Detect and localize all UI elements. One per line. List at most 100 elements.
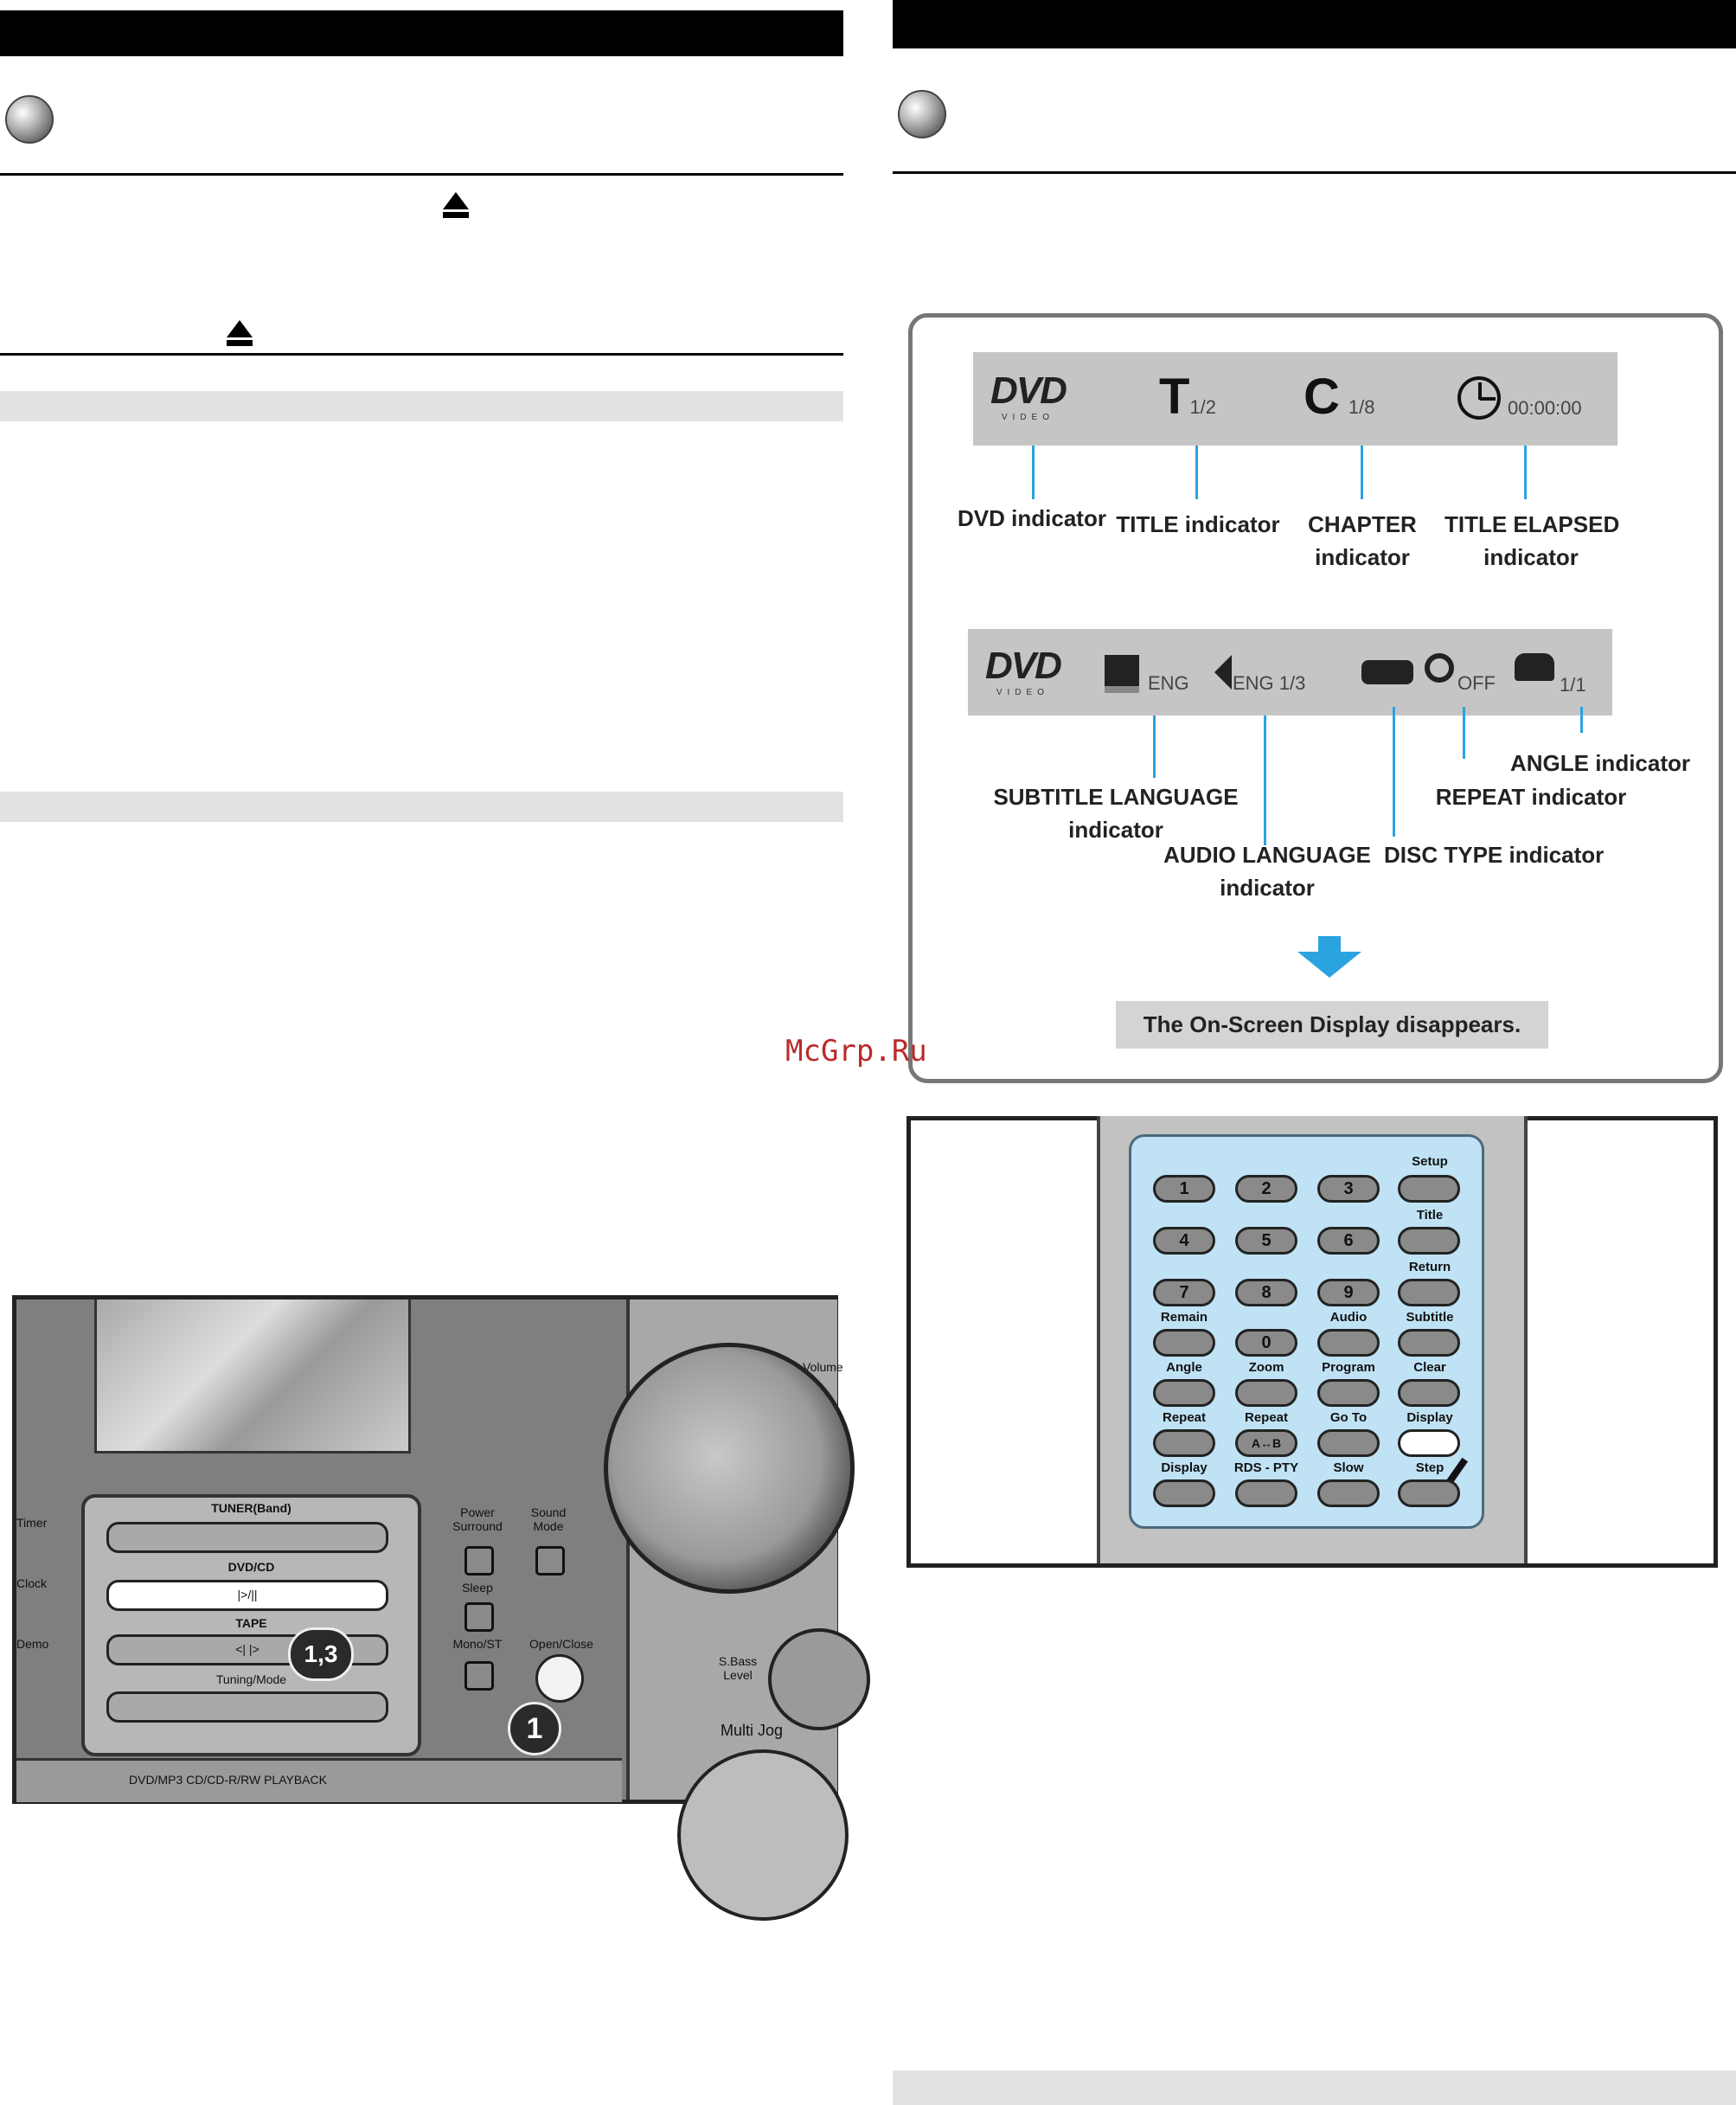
remote-button-slow[interactable] [1317,1479,1380,1507]
label-return: Return [1408,1260,1451,1274]
right-section-bullet-icon [898,90,946,138]
tuning-mode-button[interactable] [106,1691,388,1723]
remote-button-rds[interactable] [1235,1479,1297,1507]
sound-mode-button[interactable] [535,1546,565,1576]
subtitle-label-line2: indicator [1068,817,1163,843]
remote-button-9[interactable]: 9 [1317,1279,1380,1306]
tuner-button[interactable] [106,1522,388,1553]
remote-button-goto[interactable] [1317,1429,1380,1457]
label-subtitle: Subtitle [1406,1310,1454,1325]
tuner-band-text: (Band) [253,1501,291,1515]
left-header-bar [0,10,843,56]
step-badge-1: 1 [508,1702,561,1755]
osd-footer-text: The On-Screen Display disappears. [1143,1011,1521,1037]
remote-button-8[interactable]: 8 [1235,1279,1297,1306]
osd-row2-dvd-logo: DVD VIDEO [985,645,1062,697]
power-surround-button[interactable] [464,1546,494,1576]
leader-elapsed [1524,446,1527,499]
left-section-bullet-icon [5,95,54,144]
label-angle: Angle [1166,1360,1202,1375]
sleep-button[interactable] [464,1602,494,1632]
device-control-group: TUNER(Band) DVD/CD |>/|| TAPE <| |> Tuni… [81,1494,421,1756]
open-close-button[interactable] [535,1654,584,1703]
osd-diagram: DVD VIDEO T1/2 C 1/8 00:00:00 DVD indicat… [908,313,1723,1083]
label-title: Title [1416,1208,1444,1223]
audio-label-line2: indicator [1220,875,1315,901]
remote-button-angle[interactable] [1153,1379,1215,1407]
angle-value: 1/1 [1560,674,1586,696]
remote-button-0[interactable]: 0 [1235,1329,1297,1357]
remote-button-5[interactable]: 5 [1235,1227,1297,1255]
remote-button-return[interactable] [1398,1279,1460,1306]
right-header-bar [893,0,1736,48]
sbass-knob[interactable] [768,1628,870,1730]
remote-button-repeat[interactable] [1153,1429,1215,1457]
label-program: Program [1322,1360,1375,1375]
leader-subtitle [1153,716,1156,778]
left-rule-bottom [0,353,843,356]
osd-title-indicator: T1/2 [1159,368,1216,426]
remote-button-display2[interactable] [1153,1479,1215,1507]
remote-button-clear[interactable] [1398,1379,1460,1407]
tuning-mode-label: Tuning/Mode [215,1672,287,1686]
angle-icon [1515,653,1554,681]
dvd-logo-sub-2: VIDEO [996,688,1050,697]
remote-button-subtitle[interactable] [1398,1329,1460,1357]
chapter-letter: C [1304,369,1340,425]
dvd-logo-text: DVD [990,369,1067,412]
label-subtitle-language: SUBTITLE LANGUAGE indicator [986,780,1246,846]
leader-disc [1393,707,1395,837]
leader-repeat [1463,707,1465,759]
label-step: Step [1415,1460,1445,1475]
volume-label: Volume [803,1360,843,1374]
subtitle-icon [1105,655,1139,693]
mono-st-button[interactable] [464,1661,494,1691]
disc-type-icon [1361,660,1413,684]
device-left-labels: Timer Clock Demo [16,1516,51,1697]
clock-icon [1457,376,1501,420]
label-repeat-ab: Repeat [1244,1410,1289,1425]
device-label-timer: Timer [16,1516,48,1530]
remote-button-program[interactable] [1317,1379,1380,1407]
chapter-value: 1/8 [1348,396,1375,418]
chapter-label-line2: indicator [1315,544,1410,570]
remote-button-title[interactable] [1398,1227,1460,1255]
osd-chapter-indicator: C 1/8 [1304,368,1374,426]
label-goto: Go To [1329,1410,1368,1425]
remote-button-1[interactable]: 1 [1153,1175,1215,1203]
dvd-play-pause-button[interactable]: |>/|| [106,1580,388,1611]
remote-button-zoom[interactable] [1235,1379,1297,1407]
volume-knob[interactable] [604,1343,855,1594]
remote-button-6[interactable]: 6 [1317,1227,1380,1255]
multi-jog-dial[interactable] [677,1749,849,1921]
leader-dvd [1032,446,1035,499]
remote-button-setup[interactable] [1398,1175,1460,1203]
title-letter: T [1159,369,1190,425]
label-setup: Setup [1412,1154,1448,1169]
remote-button-display[interactable] [1398,1429,1460,1457]
label-disc-type: DISC TYPE indicator [1384,842,1605,868]
remote-illustration: 1 2 3 Setup 4 5 6 Title 7 8 9 Return Rem… [906,1116,1718,1568]
device-display-window [94,1300,411,1454]
label-chapter-indicator: CHAPTER indicator [1284,508,1440,574]
remote-button-3[interactable]: 3 [1317,1175,1380,1203]
right-rule-top [893,171,1736,174]
elapsed-label-line2: indicator [1483,544,1579,570]
remote-button-7[interactable]: 7 [1153,1279,1215,1306]
remote-button-step[interactable] [1398,1479,1460,1507]
tape-label: TAPE [235,1616,267,1630]
label-title-indicator: TITLE indicator [1116,511,1280,537]
label-audio-language: AUDIO LANGUAGE indicator [1155,838,1380,904]
remote-button-repeat-ab[interactable]: A↔B [1235,1429,1297,1457]
remote-button-4[interactable]: 4 [1153,1227,1215,1255]
open-close-label: Open/Close [529,1637,593,1651]
repeat-icon [1425,653,1454,683]
chapter-label-line1: CHAPTER [1308,511,1417,537]
leader-angle [1580,707,1583,733]
remote-button-remain[interactable] [1153,1329,1215,1357]
remote-button-2[interactable]: 2 [1235,1175,1297,1203]
multi-jog-label: Multi Jog [721,1722,784,1739]
remote-button-audio[interactable] [1317,1329,1380,1357]
elapsed-value: 00:00:00 [1508,397,1582,419]
